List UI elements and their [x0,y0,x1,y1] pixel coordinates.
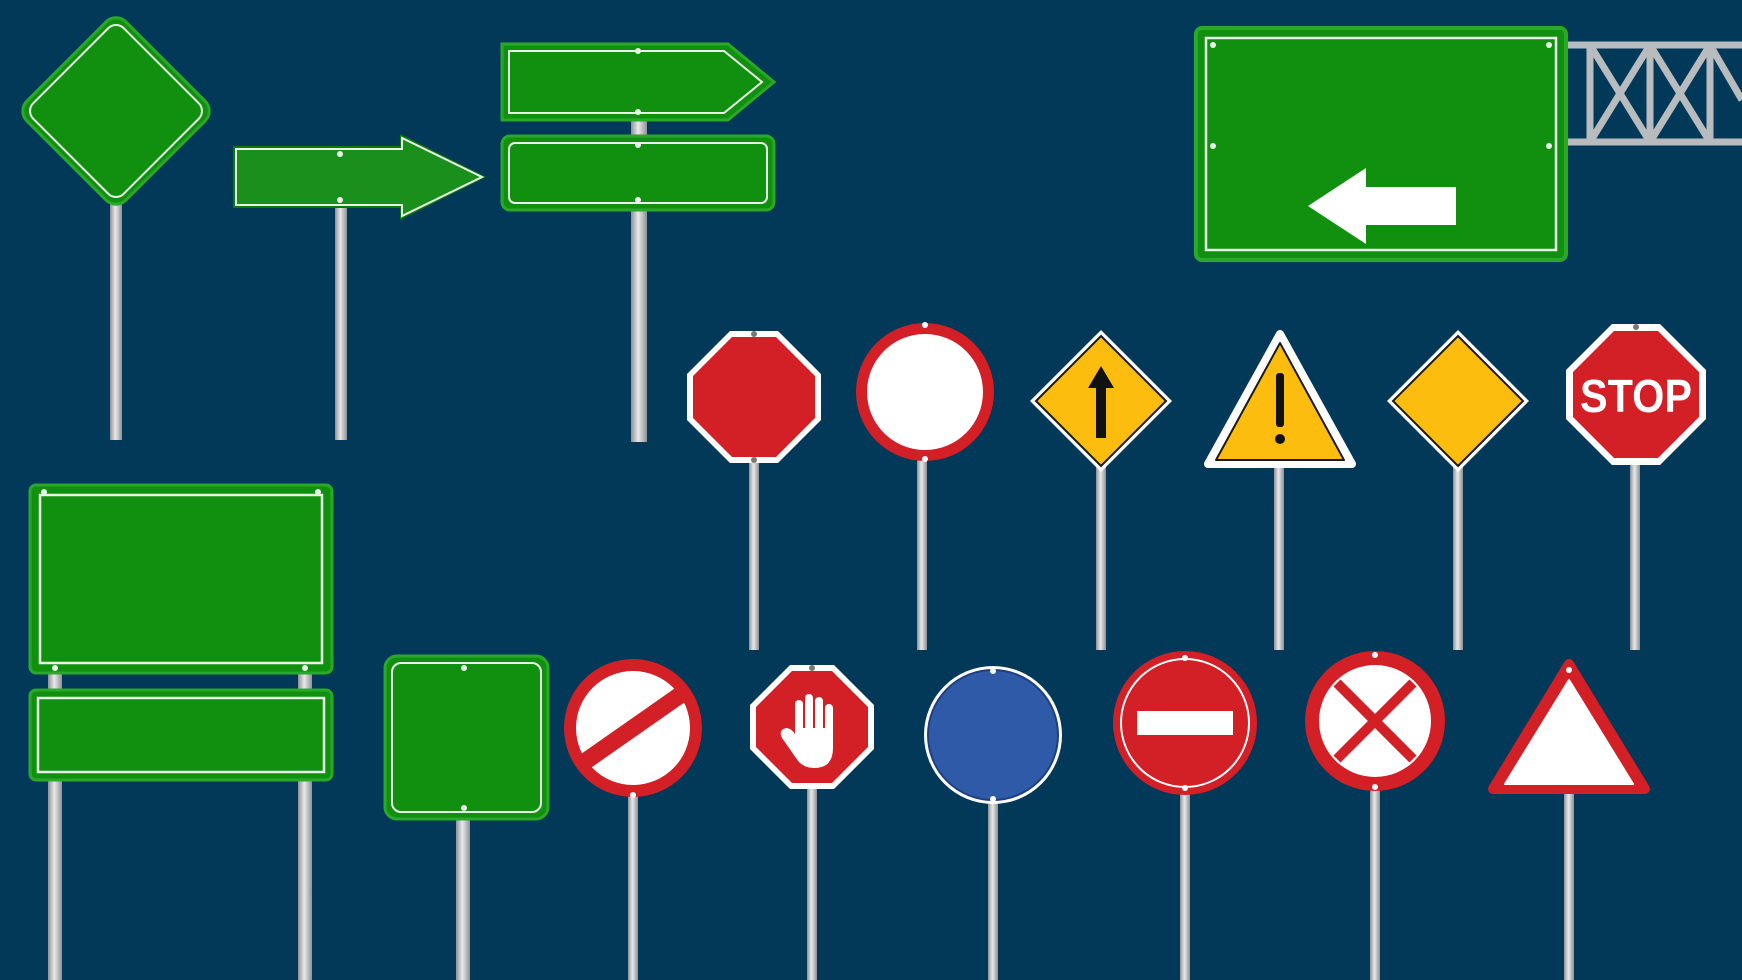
diamond-yellow-face [1391,334,1525,468]
arrow-board-top [500,42,777,122]
board-top-border [38,493,324,665]
pole [1453,465,1463,650]
triangle-white-face [1504,679,1634,785]
screw-icon [1633,324,1639,330]
white-center [867,334,983,450]
screw-icon [302,665,308,671]
pole [1630,460,1640,650]
highway-panel-border [1204,36,1558,252]
hand-stop-sign [750,665,874,980]
board-bottom [500,134,776,212]
diamond-border [29,24,203,198]
board-bottom [28,688,334,782]
screw-icon [337,151,343,157]
green-arrow-right-sign [233,134,486,440]
pole [1180,790,1190,980]
yellow-diamond-arrow-sign [1030,330,1172,650]
screw-icon [41,489,47,495]
screw-icon [1182,655,1188,661]
screw-icon [990,668,996,674]
stop-sign: STOP [1566,324,1706,650]
stop-label: STOP [1580,370,1692,422]
pole [1096,465,1106,650]
arrow-board-top-border [508,50,764,114]
pole [749,455,759,650]
octagon-red-face [693,337,815,457]
red-ring-circle-sign [856,322,994,650]
arrow-up-icon [1088,366,1114,438]
square-panel-border [391,662,542,813]
pole [1274,460,1284,650]
pole [628,790,638,980]
screw-icon [337,197,343,203]
diamond-panel [21,16,211,206]
no-entry-sign [1113,651,1257,980]
cross-icon [1333,679,1417,763]
screw-icon [809,665,815,671]
highway-panel [1194,26,1568,262]
screw-icon [922,456,928,462]
red-triangle-sign [1488,659,1650,980]
green-double-direction-sign [500,42,777,442]
green-two-board-sign [28,483,334,980]
overhead-highway-sign [1194,26,1742,262]
screw-icon [1210,42,1216,48]
exclamation-icon [1276,373,1284,427]
yellow-triangle-warning-sign [1204,330,1356,650]
screw-icon [1546,143,1552,149]
screw-icon [1182,785,1188,791]
screw-icon [1372,784,1378,790]
screw-icon [1546,42,1552,48]
screw-icon [1210,143,1216,149]
screw-icon [751,331,757,337]
blue-face [927,669,1059,801]
pole [1564,785,1574,980]
green-diamond-sign [21,16,211,440]
screw-icon [630,792,636,798]
pole [807,780,817,980]
horizontal-bar-icon [1137,711,1233,735]
no-stopping-sign [1305,651,1445,980]
diagonal-stripe-icon [578,686,688,770]
screw-icon [461,805,467,811]
hand-icon [780,694,833,768]
yellow-diamond-sign [1387,330,1529,650]
screw-icon [635,142,641,148]
exclamation-dot-icon [1275,434,1285,444]
square-panel [383,654,550,821]
end-restriction-sign [564,659,702,980]
screw-icon [990,796,996,802]
screw-icon [461,665,467,671]
screw-icon [635,48,641,54]
red-octagon-sign [687,331,821,650]
screw-icon [1372,652,1378,658]
screw-icon [922,322,928,328]
pole [917,458,927,650]
screw-icon [1566,667,1572,673]
screw-icon [751,457,757,463]
pole [110,200,122,440]
screw-icon [635,109,641,115]
pole [1370,785,1380,980]
octagon-red-face [1573,331,1699,458]
screw-icon [635,197,641,203]
arrow-panel [235,136,485,218]
arrow-left-icon [1308,168,1456,244]
board-bottom-border [36,696,326,774]
screw-icon [52,665,58,671]
pole [456,810,470,980]
blue-circle-sign [924,666,1062,980]
green-square-sign [383,654,550,980]
pole [335,205,347,440]
gantry-truss [1560,41,1742,146]
pole [988,795,998,980]
screw-icon [315,489,321,495]
board-top [28,483,334,675]
